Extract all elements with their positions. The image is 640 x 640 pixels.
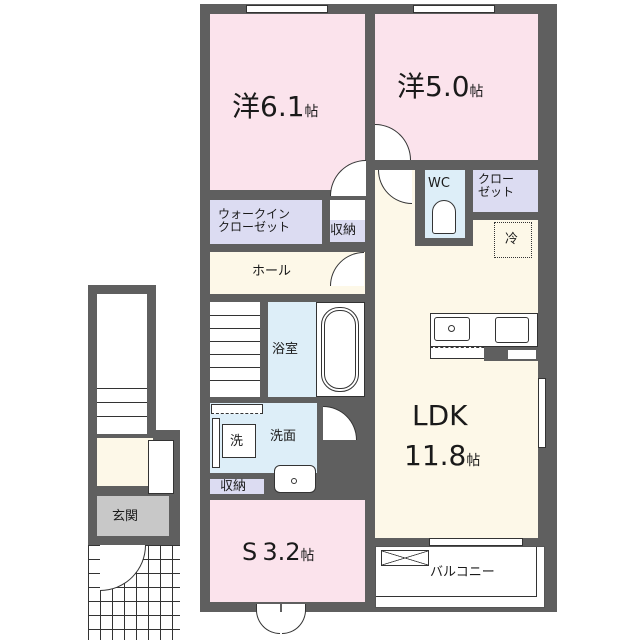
wall-segment: [210, 397, 365, 403]
balcony-label: バルコニー: [430, 565, 495, 580]
washer-side: [212, 418, 220, 468]
ldk-size: 11.8: [404, 439, 467, 472]
wall-segment: [210, 494, 365, 500]
storage-1: [330, 220, 365, 242]
fridge-label: 冷: [505, 232, 519, 247]
ldk-unit: 帖: [466, 453, 481, 469]
room1-label: 洋6.1帖: [232, 93, 319, 121]
wall-segment: [365, 170, 375, 610]
storage-2: [210, 479, 264, 494]
stair-step: [210, 328, 260, 329]
stair-step: [97, 416, 147, 417]
washer-label: 洗: [230, 434, 244, 449]
wall-segment: [415, 238, 471, 246]
stair-step: [97, 388, 147, 389]
room-unit: 帖: [469, 84, 484, 100]
ldk-under-wc: [425, 246, 538, 256]
stair-step: [210, 341, 260, 342]
shelf-icon: [211, 404, 263, 414]
vent-icon: [508, 350, 536, 359]
room-unit: 帖: [304, 104, 319, 120]
wall-segment: [365, 160, 538, 170]
wall-segment: [260, 302, 268, 397]
basin-drain-icon: [291, 478, 297, 484]
stair-step: [97, 402, 147, 403]
fridge-space: [494, 222, 532, 258]
bathroom: [268, 302, 316, 397]
wall-segment: [210, 190, 365, 200]
walk-in-closet-label: ウォークイン クローゼット: [218, 208, 290, 234]
wall-segment: [210, 294, 365, 302]
wall-segment: [264, 479, 274, 499]
hall-label: ホール: [252, 264, 292, 279]
window-balcony: [429, 538, 523, 546]
storage-1-label: 収納: [330, 223, 357, 238]
closet-line2: ゼット: [478, 185, 515, 199]
wc-label: WC: [428, 176, 450, 191]
door-service-right[interactable]: [282, 604, 306, 634]
ldk-label: LDK 11.8帖: [404, 402, 480, 470]
service-room: [210, 500, 365, 602]
toilet-icon: [432, 200, 456, 234]
wic-line1: ウォークイン: [218, 207, 291, 221]
window-ldk: [538, 378, 546, 448]
wall-segment: [210, 244, 365, 252]
room-type: 洋: [232, 90, 261, 123]
stair-step: [210, 380, 260, 381]
bathroom-label: 浴室: [272, 342, 299, 357]
entrance-stairs: [97, 294, 147, 434]
washroom-label: 洗面: [270, 429, 297, 444]
closet-label: クロー ゼット: [478, 173, 514, 199]
wall-segment: [210, 473, 274, 479]
washer-box: [222, 424, 256, 458]
wall-segment: [415, 160, 425, 240]
wall-segment: [322, 200, 330, 250]
sink-icon: [434, 317, 470, 341]
shoe-closet: [148, 440, 174, 494]
room-size: 5.0: [425, 70, 470, 103]
stove-icon: [495, 317, 529, 343]
stair-step: [210, 315, 260, 316]
room2-label: 洋5.0帖: [397, 73, 484, 101]
storage-2-label: 収納: [220, 479, 247, 494]
service-size: 3.2: [262, 538, 301, 566]
service-unit: 帖: [300, 548, 315, 564]
sink-drain-icon: [448, 325, 455, 332]
center-wall: [365, 4, 375, 164]
service-prefix: S: [242, 538, 258, 566]
room-size: 6.1: [260, 90, 305, 123]
wic-line2: クローゼット: [218, 220, 291, 234]
wall-segment: [317, 403, 323, 473]
bathtub-icon: [321, 307, 359, 392]
service-room-label: S 3.2帖: [242, 540, 315, 564]
entrance-label: 玄関: [112, 509, 139, 524]
western-room-1: [210, 14, 365, 190]
stairs: [210, 302, 260, 397]
ldk-name: LDK: [412, 399, 468, 432]
closet-line1: クロー: [478, 172, 515, 186]
room-type: 洋: [397, 70, 426, 103]
walk-in-closet: [210, 200, 322, 244]
storage-door-area: [330, 200, 365, 220]
closet-room: [473, 170, 538, 212]
ac-unit-icon: [381, 550, 429, 566]
ldk-kitchen-area: [473, 220, 538, 250]
entrance-genkan: [97, 496, 169, 536]
window-room2: [413, 5, 495, 13]
wall-segment: [473, 212, 538, 220]
door-service-left[interactable]: [256, 604, 280, 634]
stair-step: [210, 354, 260, 355]
stair-step: [210, 367, 260, 368]
entrance-landing: [97, 438, 153, 486]
wall-segment: [465, 170, 473, 246]
window-room1: [246, 5, 328, 13]
bathtub-inner-icon: [324, 310, 356, 389]
